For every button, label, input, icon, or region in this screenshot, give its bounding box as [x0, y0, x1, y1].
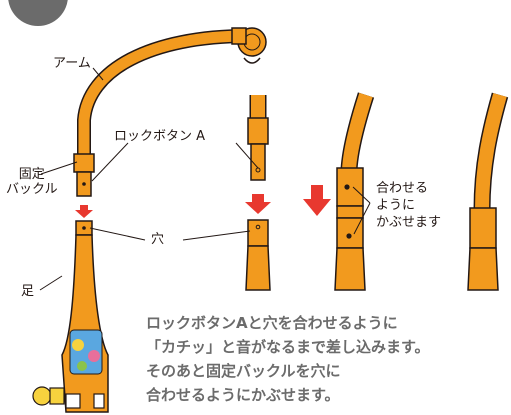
- foot-label: 足: [21, 284, 35, 299]
- third-arm: [342, 92, 373, 171]
- lock-button-a-dot: [82, 182, 86, 186]
- middle-insert-tube: [250, 143, 266, 181]
- lock-button-a-label: ロックボタン A: [114, 129, 206, 144]
- third-foot-top: [336, 217, 364, 249]
- fixing-buckle: [73, 153, 95, 173]
- step-circle-icon: [8, 0, 68, 26]
- arm-end-collar: [231, 27, 247, 45]
- fourth-arm: [475, 93, 507, 211]
- arm: [78, 30, 249, 154]
- side-knob: [32, 386, 65, 406]
- fourth-foot: [467, 247, 499, 291]
- down-arrow-icon: [75, 205, 93, 218]
- third-foot: [334, 247, 366, 291]
- down-arrow-icon: [245, 194, 271, 214]
- middle-hole: [255, 224, 261, 230]
- arm-label: アーム: [53, 56, 91, 71]
- middle-foot-top: [247, 219, 269, 247]
- fourth-fixing-buckle: [469, 207, 497, 249]
- middle-fixing-buckle: [247, 117, 269, 145]
- instruction-text: ロックボタンAと穴を合わせるように 「カチッ」と音がなるまで差し込みます。 その…: [146, 311, 430, 407]
- third-lock-dot: [346, 233, 352, 239]
- instruction-line: 合わせるようにかぶせます。: [146, 386, 340, 404]
- middle-foot: [245, 245, 271, 291]
- leader-lines: [39, 67, 259, 291]
- instruction-line: ロックボタンAと穴を合わせるように: [146, 314, 398, 332]
- foot: [61, 220, 109, 413]
- instruction-line: そのあと固定バックルを穴に: [146, 362, 341, 380]
- instruction-line: 「カチッ」と音がなるまで差し込みます。: [146, 338, 430, 356]
- hole-label: 穴: [151, 232, 165, 247]
- third-hole-dot: [344, 184, 350, 190]
- down-arrow-icon: [303, 185, 331, 216]
- align-cover-label: 合わせる ように かぶせます: [376, 181, 442, 230]
- third-fixing-buckle: [336, 167, 364, 207]
- fixing-buckle-label: 固定 バックル: [6, 167, 58, 197]
